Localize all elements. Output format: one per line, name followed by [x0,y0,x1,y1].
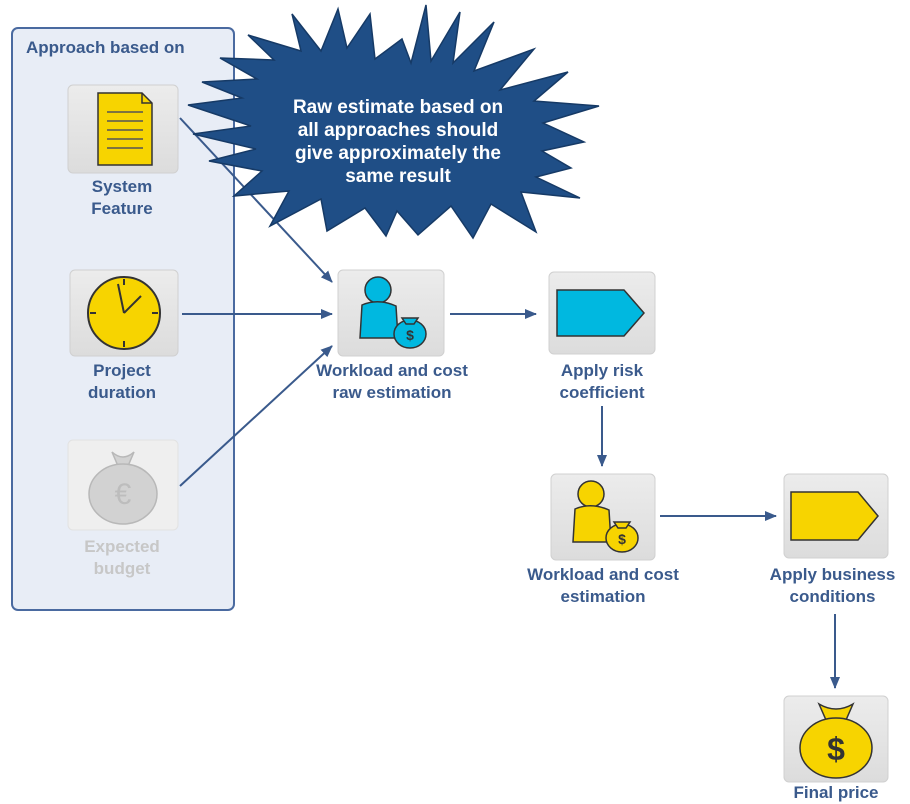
svg-text:$: $ [618,531,626,547]
final-price-node: $ [783,695,889,783]
project-duration-node [69,269,179,357]
project-duration-label: Project duration [88,361,156,402]
person-with-money-bag-icon: $ [359,276,427,349]
svg-text:$: $ [827,731,845,767]
raw-estimation-node: $ [337,269,445,357]
expected-budget-label: Expected budget [84,537,160,578]
arrow-system-feature-to-raw-estimation [179,117,333,283]
system-feature-node [67,84,179,174]
dollar-money-bag-icon: $ [799,702,873,779]
group-title: Approach based on [26,38,185,57]
final-price-label: Final price [793,783,879,802]
document-icon [97,92,153,166]
expected-budget-node: € [67,439,179,531]
clock-icon [87,276,161,350]
tag-arrow-icon [556,289,645,337]
system-feature-label: System Feature [91,177,153,218]
estimation-node: $ [550,473,656,561]
estimation-label: Workload and cost estimation [527,565,679,606]
person-with-money-bag-icon: $ [572,480,639,553]
callout-text: Raw estimate based on all approaches sho… [292,97,504,187]
tag-arrow-icon [790,491,879,541]
svg-text:$: $ [406,327,414,343]
callout-burst [187,4,600,240]
arrow-expected-budget-to-raw-estimation [179,345,333,487]
euro-money-bag-icon: € [88,451,158,525]
apply-risk-node [548,271,656,355]
apply-risk-label: Apply risk coefficient [559,361,645,402]
apply-business-label: Apply business conditions [769,565,896,606]
apply-business-node [783,473,889,559]
raw-estimation-label: Workload and cost raw estimation [316,361,468,402]
svg-text:€: € [115,478,132,511]
